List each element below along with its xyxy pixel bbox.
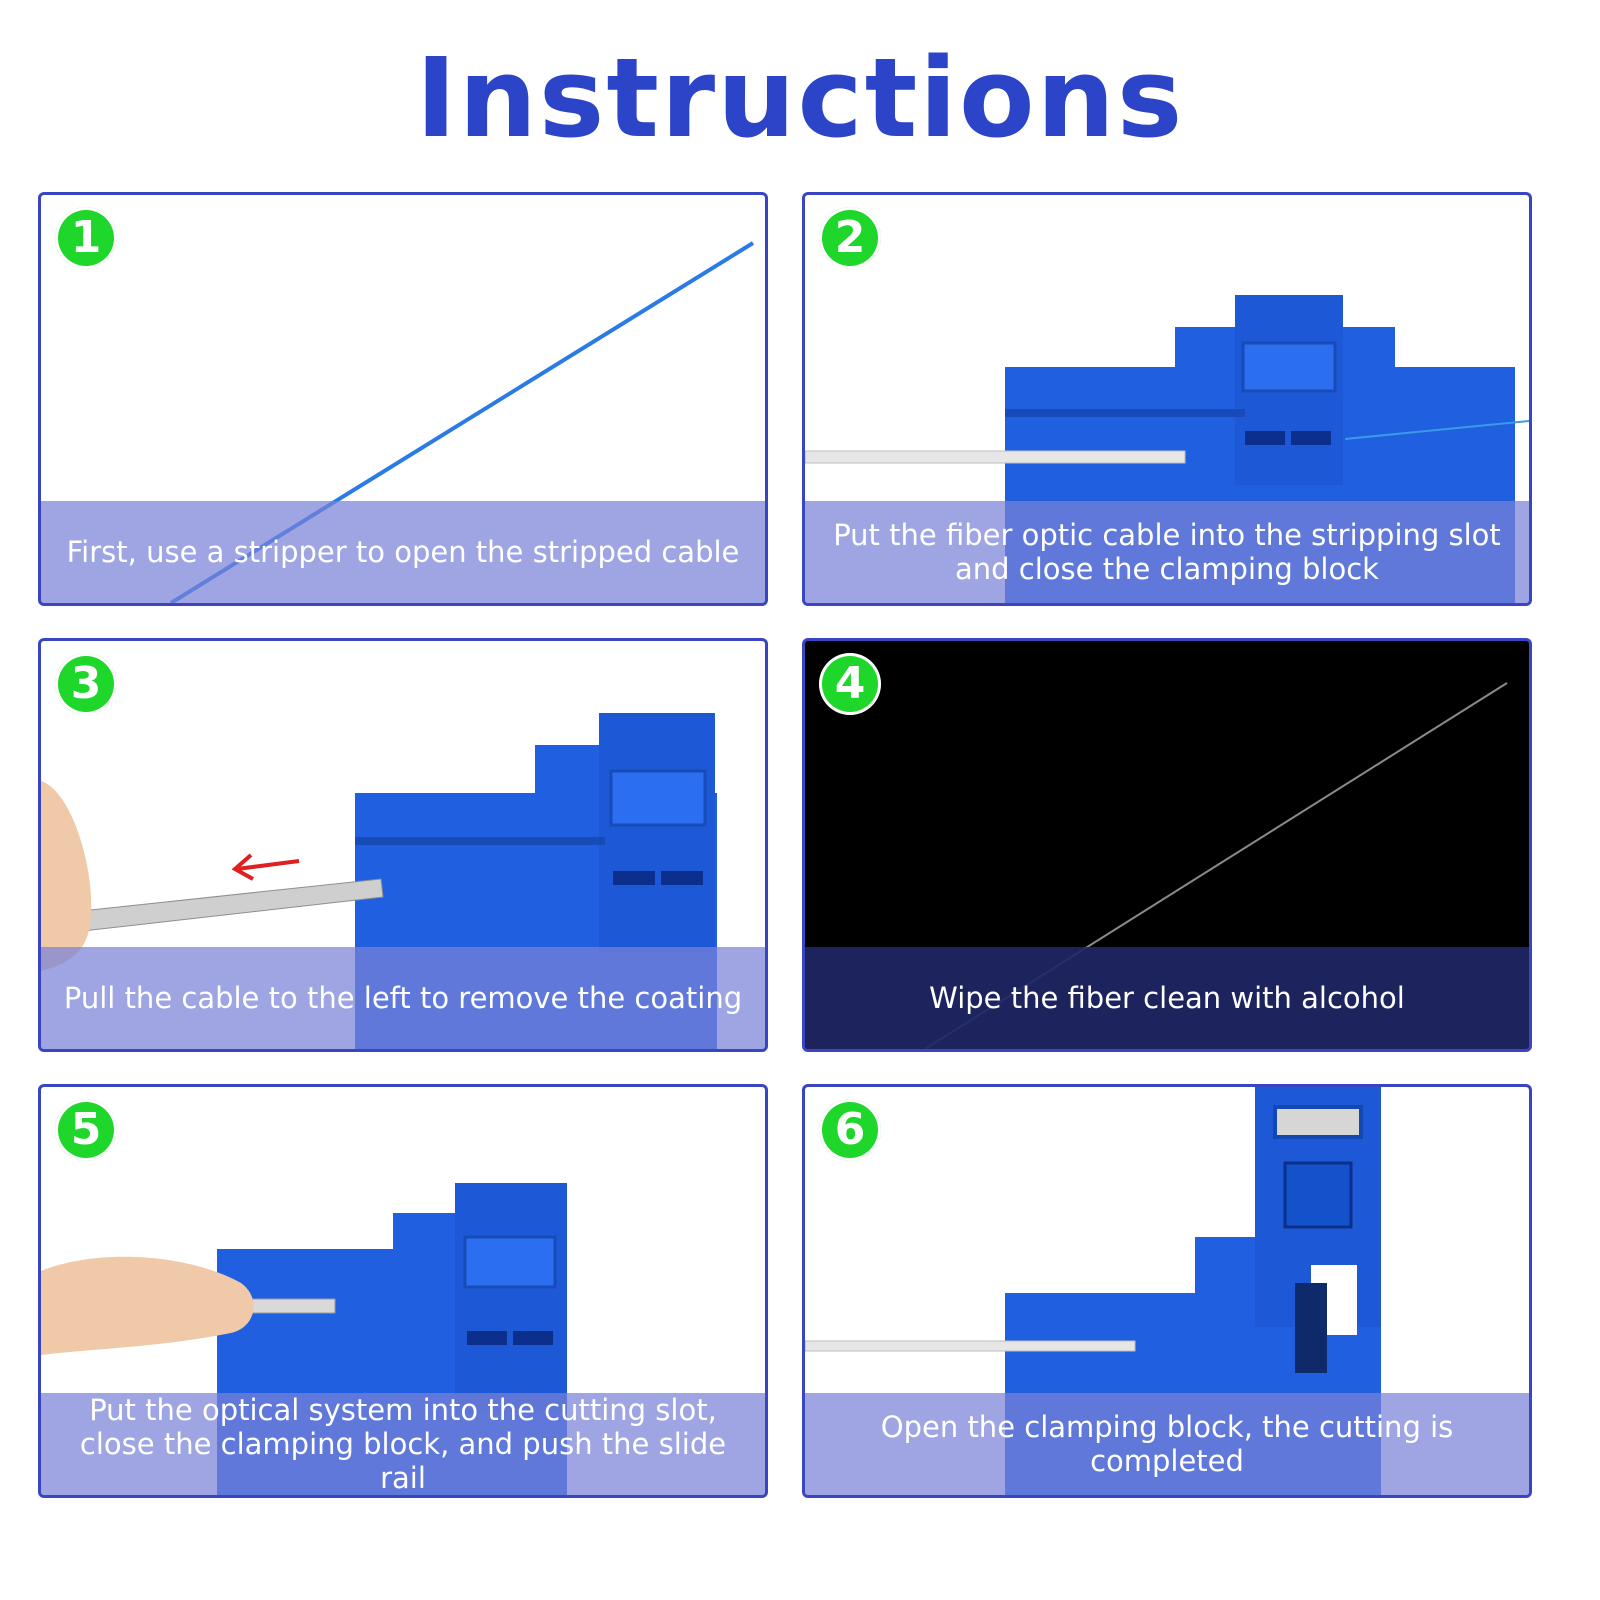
- step-panel-2: 2 Put the fiber optic cable into the str…: [802, 192, 1532, 606]
- page-title: Instructions: [415, 34, 1185, 162]
- step-panel-5: 5 Put the optical system into the cuttin…: [38, 1084, 768, 1498]
- step-caption: First, use a stripper to open the stripp…: [41, 501, 765, 603]
- step-panel-6: 6 Open the clamping block, the cutting i…: [802, 1084, 1532, 1498]
- step-caption: Pull the cable to the left to remove the…: [41, 947, 765, 1049]
- step-number-badge: 1: [55, 207, 117, 269]
- step-number-badge: 6: [819, 1099, 881, 1161]
- step-panel-1: 1 First, use a stripper to open the stri…: [38, 192, 768, 606]
- step-number-badge: 3: [55, 653, 117, 715]
- step-number-badge: 2: [819, 207, 881, 269]
- step-caption: Put the optical system into the cutting …: [41, 1393, 765, 1495]
- step-caption: Open the clamping block, the cutting is …: [805, 1393, 1529, 1495]
- step-panel-4: 4 Wipe the fiber clean with alcohol: [802, 638, 1532, 1052]
- step-number-badge: 4: [819, 653, 881, 715]
- step-panel-3: 3 Pull the cable to the left to remove t…: [38, 638, 768, 1052]
- step-caption: Put the fiber optic cable into the strip…: [805, 501, 1529, 603]
- step-caption: Wipe the fiber clean with alcohol: [805, 947, 1529, 1049]
- step-number-badge: 5: [55, 1099, 117, 1161]
